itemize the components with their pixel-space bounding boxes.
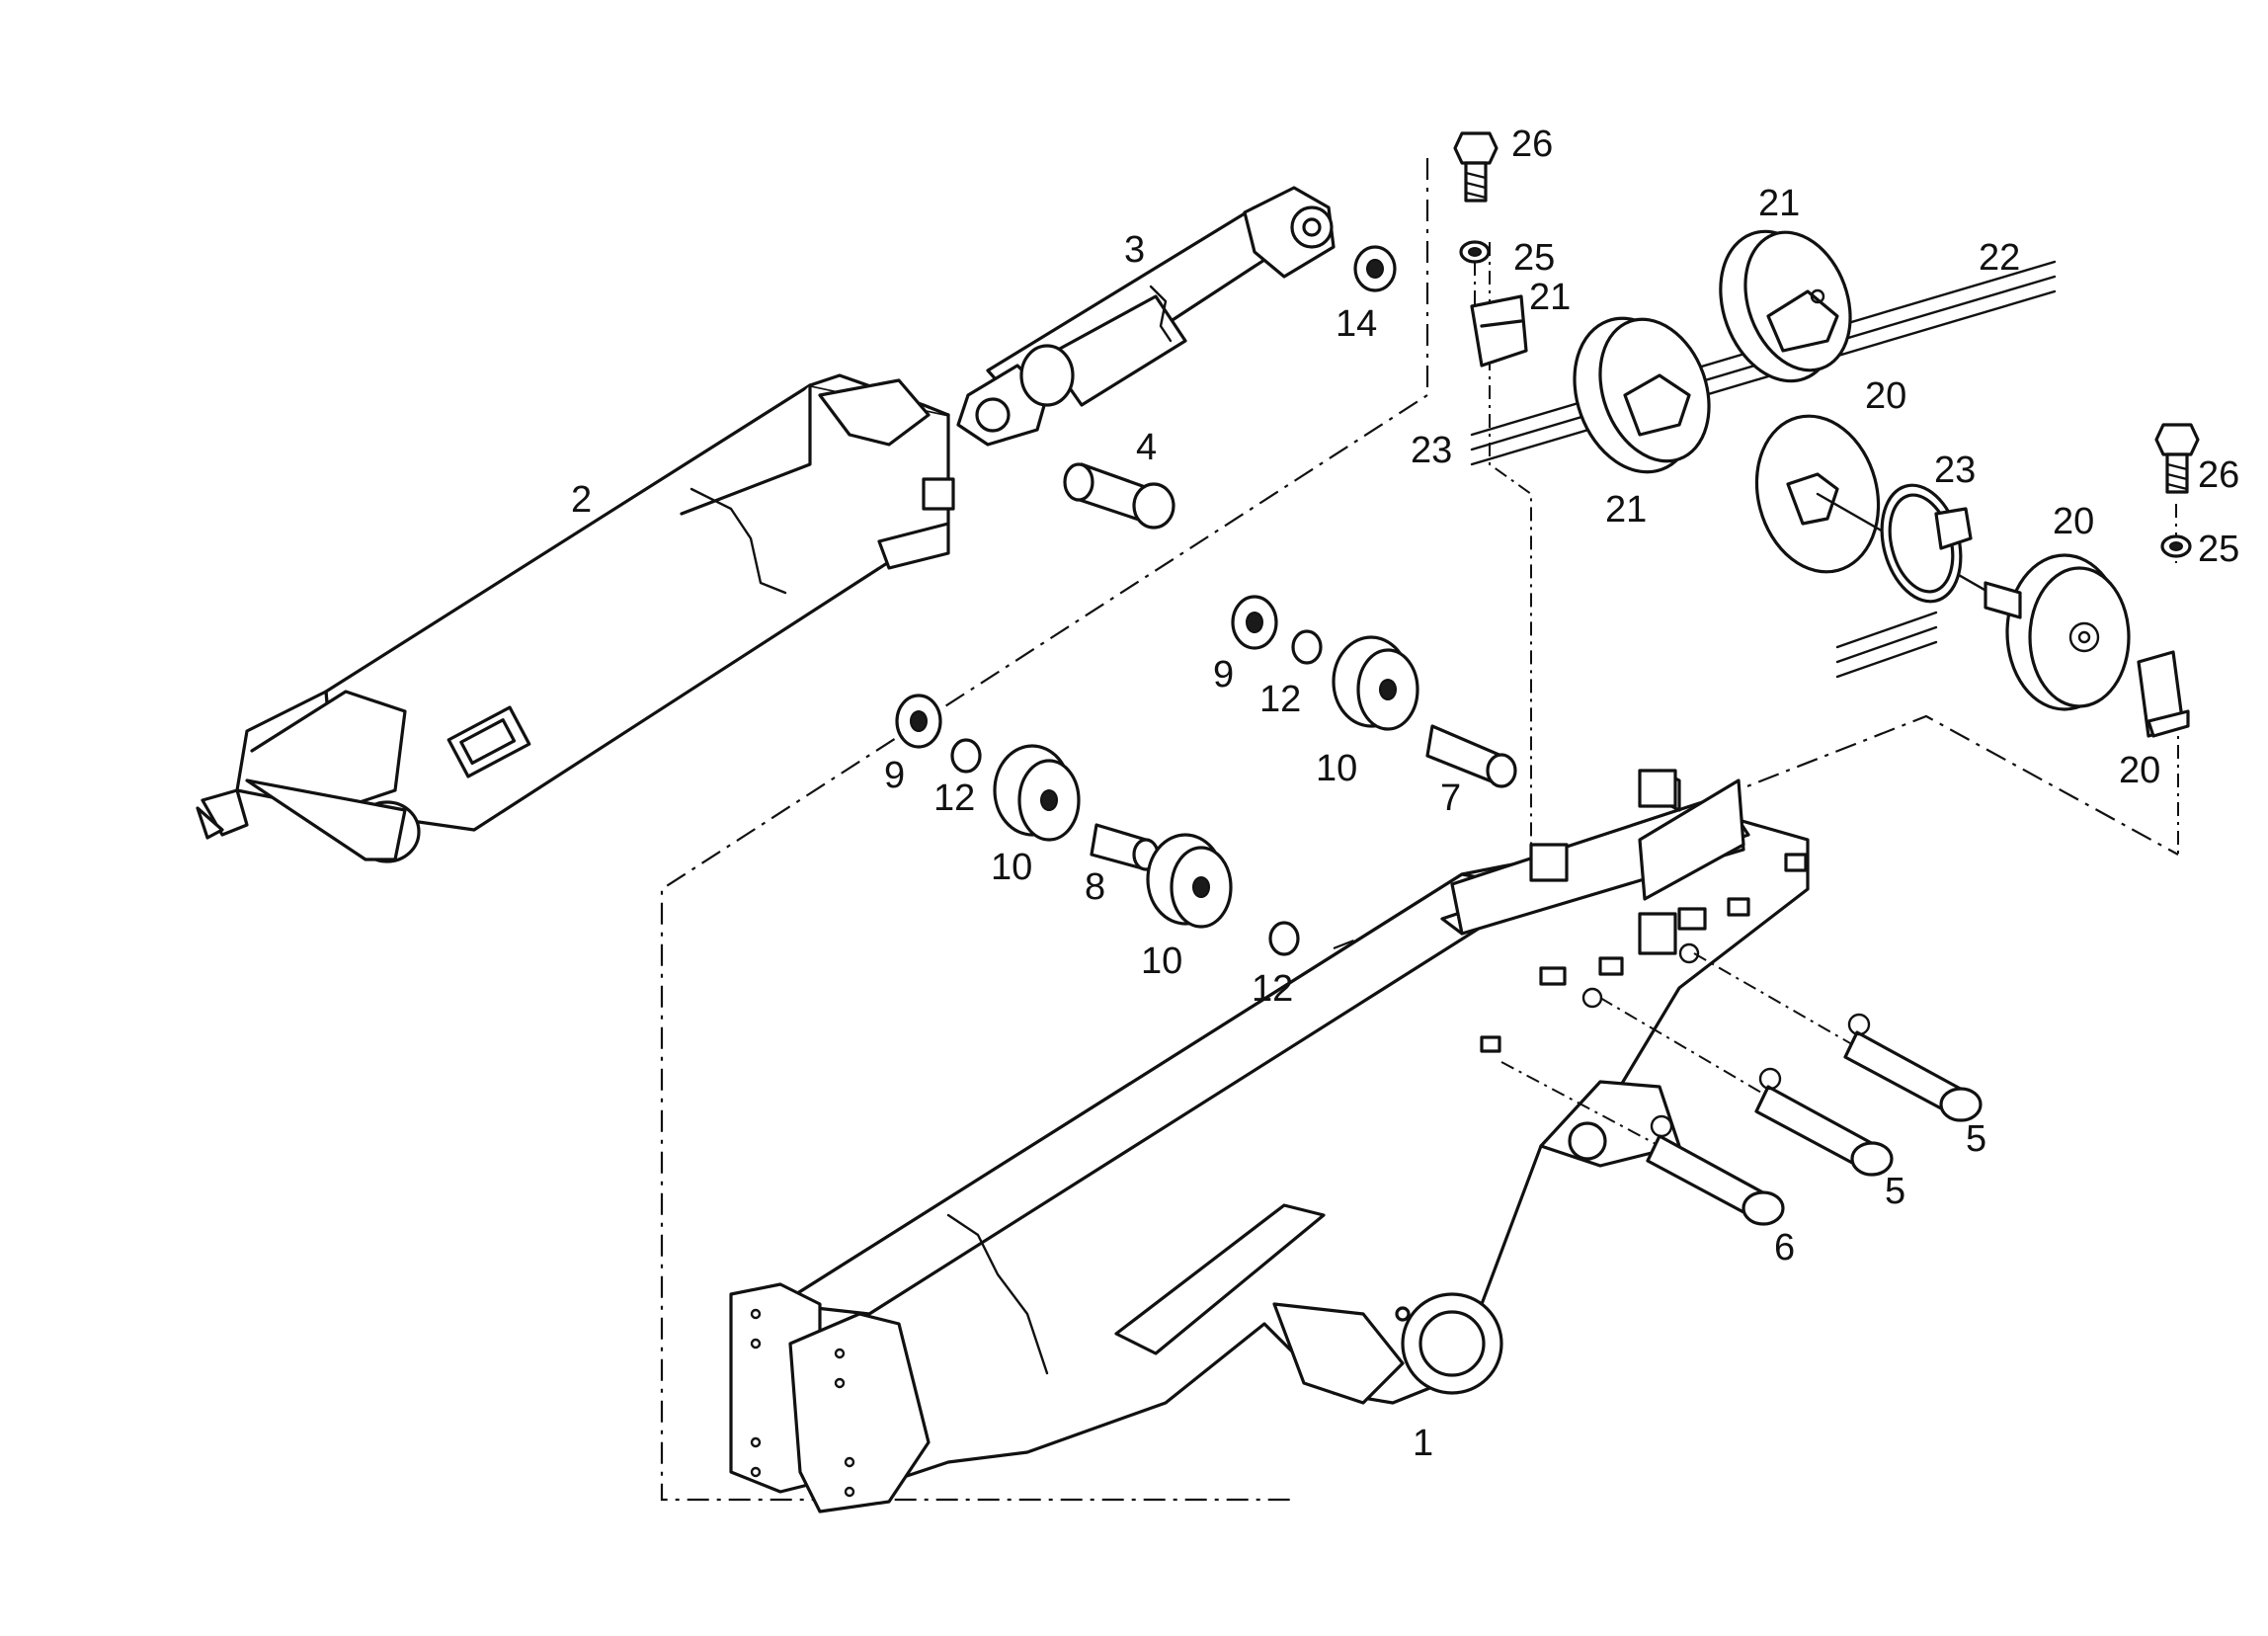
callout-5-upper: 5: [1966, 1118, 1986, 1160]
callout-21-top: 21: [1758, 183, 1800, 224]
callout-25-top: 25: [1513, 237, 1555, 279]
callout-7: 7: [1440, 777, 1461, 819]
parts-20-23-sheave-right: [1754, 414, 2190, 738]
callout-20-bracket: 20: [2119, 750, 2160, 791]
callout-25-right: 25: [2198, 529, 2239, 570]
callout-9-lower: 9: [884, 755, 905, 796]
callout-12-left: 12: [933, 777, 975, 819]
part-14-washer: [1353, 245, 1397, 292]
callout-8: 8: [1085, 866, 1105, 908]
callout-23-left: 23: [1411, 430, 1452, 471]
part-3-cylinder: [956, 186, 1336, 447]
callout-6: 6: [1774, 1227, 1795, 1268]
callout-4: 4: [1136, 427, 1157, 468]
callout-5-lower: 5: [1885, 1171, 1905, 1212]
callout-21-bottom: 21: [1605, 489, 1647, 531]
part-25-washer-top: [1459, 240, 1491, 264]
part-21-bracket-top: [1470, 294, 1528, 368]
callout-22: 22: [1979, 237, 2020, 279]
parts-21-22-23-sheaves: [1470, 229, 2057, 474]
callout-2: 2: [571, 479, 592, 521]
callout-3: 3: [1124, 229, 1145, 271]
callout-1: 1: [1413, 1423, 1433, 1464]
callout-23-right: 23: [1934, 450, 1976, 491]
callout-26-right: 26: [2198, 454, 2239, 496]
part-26-bolt-top: [1453, 131, 1498, 203]
part-4-pin: [1063, 462, 1175, 530]
part-26-bolt-right: [2154, 423, 2200, 494]
callout-12-right: 12: [1252, 968, 1293, 1010]
lower-roller-assembly: [895, 694, 1300, 956]
callout-21-bracket: 21: [1529, 277, 1571, 318]
callout-10-left: 10: [991, 847, 1032, 888]
callout-20-top: 20: [1865, 375, 1906, 417]
callout-20-middle: 20: [2053, 501, 2094, 542]
part-1-boom: [729, 769, 1810, 1513]
callout-10-upper: 10: [1316, 748, 1357, 789]
callout-14: 14: [1336, 303, 1377, 345]
callout-12-upper: 12: [1259, 679, 1301, 720]
upper-roller-assembly: [1231, 595, 1517, 788]
part-2-jib: [196, 373, 955, 863]
parts-5-6-pins: [1500, 952, 1983, 1226]
callout-10-right: 10: [1141, 941, 1182, 982]
callout-26-top: 26: [1511, 123, 1553, 165]
part-25-washer-right: [2160, 534, 2192, 558]
callout-9-upper: 9: [1213, 654, 1234, 695]
